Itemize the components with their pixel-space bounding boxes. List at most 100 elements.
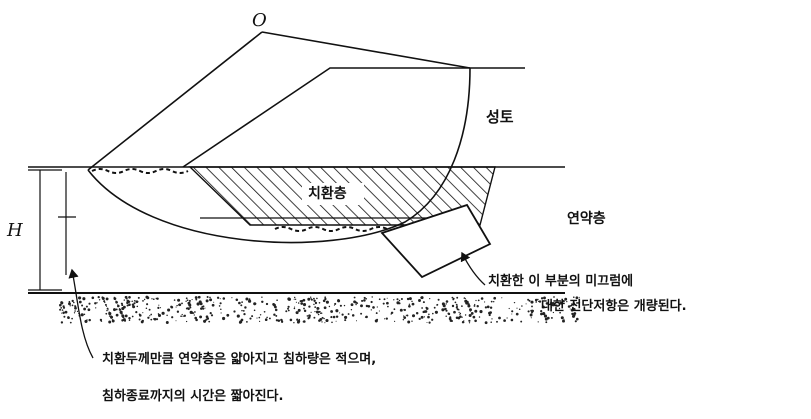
stipple-dot [474,303,476,306]
stipple-dot [316,297,318,300]
stipple-dot [182,315,184,317]
stipple-dot [97,295,100,299]
stipple-dot [408,304,411,308]
stipple-dot [484,306,488,309]
stipple-dot [274,308,278,312]
stipple-dot [180,315,182,318]
stipple-dot [378,310,380,312]
stipple-dot [325,318,329,323]
stipple-dot [195,298,198,301]
stipple-dot [355,303,357,306]
stipple-dot [363,296,366,299]
stipple-dot [477,299,480,302]
stipple-dot [236,314,240,318]
stipple-dot [463,320,465,322]
stipple-dot [111,319,115,323]
stipple-dot [204,307,206,309]
stipple-dot [382,302,385,305]
stipple-dot [344,315,348,319]
stipple-dot [333,304,335,306]
stipple-dot [222,316,226,321]
right-note-line1: 치환한 이 부분의 미끄럼에 [488,274,634,289]
stipple-dot [177,298,181,302]
stipple-dot [371,296,373,298]
stipple-dot [457,316,461,320]
stipple-dot [233,310,236,313]
stipple-dot [407,320,411,324]
stipple-dot [578,296,580,298]
stipple-dot [73,301,75,304]
bottom-note-line1: 치환두께만큼 연약층은 얇아지고 침하량은 적으며, [102,352,377,367]
stipple-dot [294,298,297,300]
stipple-dot [128,319,131,321]
stipple-dot [220,312,222,314]
stipple-dot [387,305,389,308]
stipple-dot [310,296,312,298]
stipple-dot [85,305,88,308]
stipple-dot [293,296,296,299]
stipple-dot [474,319,477,323]
stipple-dot [360,304,363,308]
stipple-dot [206,296,209,298]
stipple-dot [133,299,136,302]
stipple-dot [451,304,455,308]
stipple-dot [123,319,127,322]
stipple-dot [276,299,278,302]
stipple-dot [194,296,198,299]
stipple-dot [313,304,315,306]
stipple-dot [501,297,503,299]
stipple-dot [451,296,454,299]
stipple-dot [518,308,521,310]
stipple-dot [239,320,243,324]
stipple-dot [443,308,446,311]
stipple-dot [157,306,160,310]
stipple-dot [142,312,144,314]
stipple-dot [195,318,198,322]
stipple-dot [408,303,411,305]
slip-radius-left [87,31,263,171]
stipple-dot [280,320,284,323]
stipple-dot [503,319,506,322]
stipple-dot [578,301,581,304]
stipple-dot [200,307,203,310]
stipple-dot [521,305,523,307]
stipple-dot [131,315,134,318]
stipple-dot [196,302,200,306]
stipple-dot [486,305,490,309]
stipple-dot [386,301,389,305]
stipple-dot [468,314,472,317]
stipple-dot [128,316,131,320]
stipple-dot [188,299,191,302]
stipple-dot [537,298,539,301]
stipple-dot [571,312,574,316]
stipple-dot [302,303,307,307]
stipple-dot [146,303,149,306]
stipple-dot [293,298,295,300]
stipple-dot [355,320,358,322]
stipple-dot [364,316,367,318]
stipple-dot [562,299,565,303]
stipple-dot [249,317,252,320]
stipple-dot [241,301,243,303]
stipple-dot [287,307,289,310]
stipple-dot [339,304,342,307]
stipple-dot [496,320,498,323]
stipple-dot [506,317,508,319]
stipple-dot [553,296,555,298]
stipple-dot [474,309,478,313]
stipple-dot [396,298,399,301]
stipple-dot [105,305,108,307]
stipple-dot [324,322,326,324]
stipple-dot [422,301,425,304]
stipple-dot [88,302,91,305]
stipple-dot [123,299,126,301]
stipple-dot [324,297,327,301]
stipple-dot [166,314,168,317]
stipple-dot [347,313,350,315]
stipple-dot [530,300,534,304]
stipple-dot [253,309,256,312]
stipple-dot [421,307,423,309]
stipple-dot [432,312,434,315]
stipple-dot [205,318,208,321]
stipple-dot [170,305,173,309]
